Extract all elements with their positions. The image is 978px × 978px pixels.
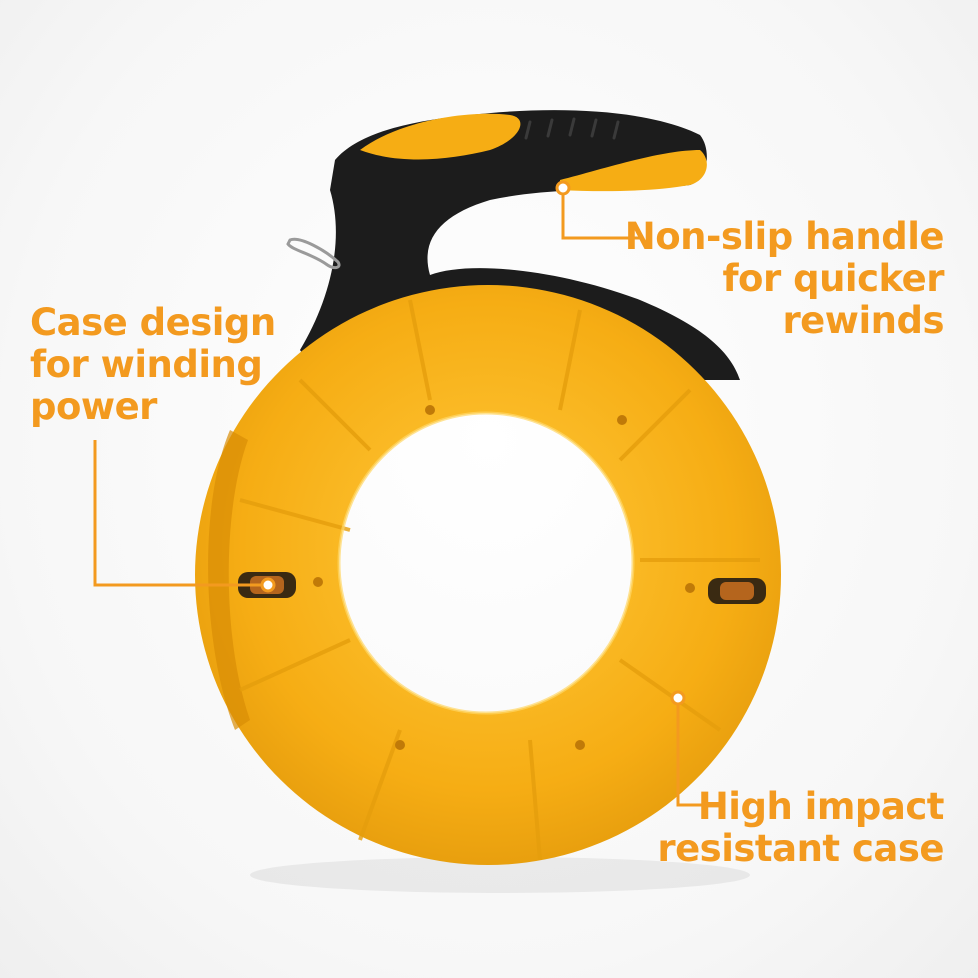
handle-ribs [524,117,620,140]
callout-line: Case design [30,301,276,344]
reel-case [195,285,782,865]
callout-line: for winding [30,343,263,386]
callout-line: resistant case [657,827,944,870]
inner-ring-edge [337,411,635,715]
callout-line: for quicker [722,257,944,300]
callout-line: Non-slip handle [624,215,945,258]
callout-line: High impact [697,785,945,828]
callout-line: rewinds [782,299,944,342]
callout-non-slip-handle: Non-slip handle for quicker rewinds [624,215,945,342]
tape-slot-right [708,578,766,604]
handle-grip-tip [560,150,707,192]
callout-line: power [30,385,157,428]
wire-clip [286,237,341,270]
callout-case-design: Case design for winding power [30,302,276,428]
case-screws [313,405,695,750]
callout-high-impact: High impact resistant case [657,786,944,870]
handle-grip-top [360,113,521,160]
reel-shadow [250,857,750,893]
tape-slot-left [238,572,296,598]
